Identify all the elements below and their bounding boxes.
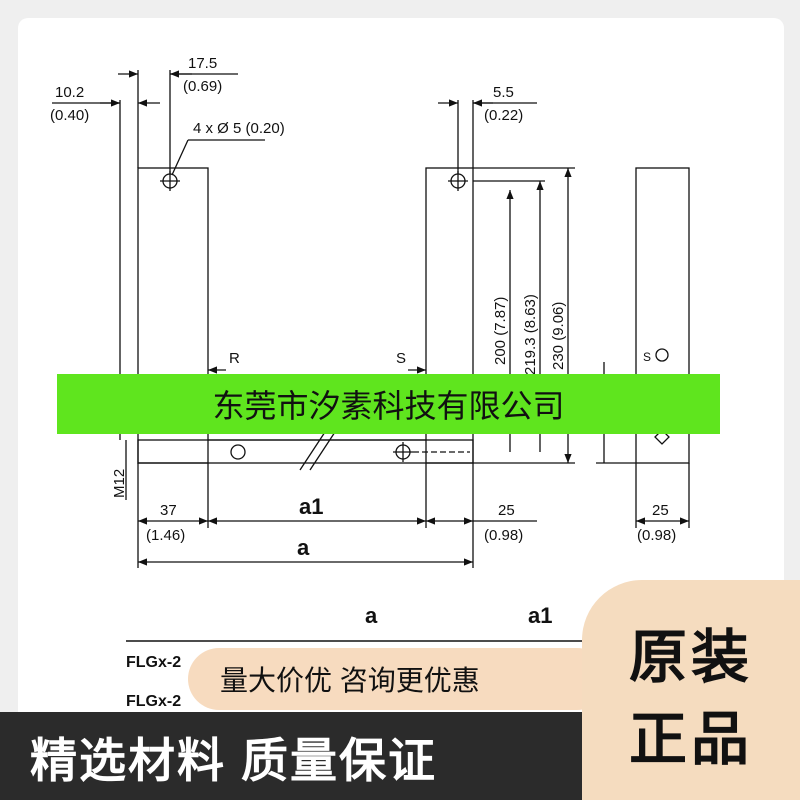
m12-label: M12 [111,469,128,498]
badge-line-1: 原装 [628,625,753,690]
dim-37-label: 37 [160,502,177,519]
dim-25-front-inch-label: (0.98) [484,527,523,544]
dim-10-2-label: 10.2 [55,84,84,101]
genuine-badge: 原装 正品 [582,580,800,800]
dim-25-front-label: 25 [498,502,515,519]
dim-a1-label: a1 [299,494,323,519]
table-row-2-model: FLGx-2 [126,693,181,710]
dim-200-label: 200 (7.87) [492,297,509,365]
mounting-hole-base-left [230,444,246,460]
table-header-a: a [365,603,378,628]
hole-note-label: 4 x Ø 5 (0.20) [193,120,285,137]
dim-17-5-inch-label: (0.69) [183,78,222,95]
receiver-label: R [229,350,240,367]
dim-230-label: 230 (9.06) [550,302,567,370]
dim-25-side-inch-label: (0.98) [637,527,676,544]
dim-37-inch-label: (1.46) [146,527,185,544]
company-name-banner: 东莞市汐素科技有限公司 [57,374,720,434]
table-header-a1: a1 [528,603,552,628]
bottom-slogan: 精选材料 质量保证 [30,734,438,787]
side-sender-label: S [643,350,651,364]
side-view [635,167,690,464]
dim-25-side-label: 25 [652,502,669,519]
promo-pill: 量大价优 咨询更优惠 [188,648,608,710]
dim-5-5-label: 5.5 [493,84,514,101]
dim-17-5-label: 17.5 [188,55,217,72]
sender-label: S [396,350,406,367]
dim-5-5-inch-label: (0.22) [484,107,523,124]
table-row-1-model: FLGx-2 [126,654,181,671]
dim-10-2-inch-label: (0.40) [50,107,89,124]
dim-a-label: a [297,535,310,560]
badge-line-2: 正品 [628,707,753,772]
dim-219-label: 219.3 (8.63) [522,294,539,375]
